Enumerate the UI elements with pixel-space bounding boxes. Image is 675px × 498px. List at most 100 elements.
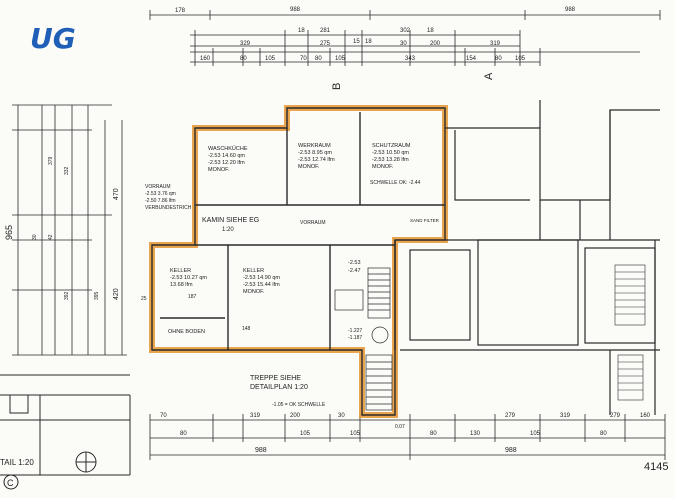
detail-section	[0, 374, 131, 476]
bottom-dimension-chains	[149, 414, 666, 460]
bottom-dimension-text: 70 319 200 30 279 319 279 160 80 105 105…	[160, 413, 651, 454]
svg-text:42: 42	[48, 234, 54, 240]
svg-text:VERBUNDESTRICH: VERBUNDESTRICH	[145, 205, 192, 211]
svg-text:TREPPE SIEHE: TREPPE SIEHE	[250, 375, 301, 382]
svg-text:80: 80	[180, 431, 187, 437]
svg-text:MONOF.: MONOF.	[372, 164, 394, 170]
svg-text:-1.05 = OK SCHWELLE: -1.05 = OK SCHWELLE	[272, 402, 326, 408]
room-label-werkraum: WERKRAUM -2.53 8.95 qm -2.53 12.74 lfm M…	[298, 143, 335, 170]
level-label: UG	[30, 22, 76, 55]
svg-text:-2.53 14.60 qm: -2.53 14.60 qm	[208, 153, 245, 159]
svg-text:105: 105	[530, 431, 541, 437]
plan-notes: KAMIN SIEHE EG 1:20 VORRAUM SCHWELLE OK:…	[141, 180, 440, 430]
unit-walls	[151, 107, 446, 416]
svg-text:0.07: 0.07	[395, 424, 405, 430]
svg-text:KAMIN SIEHE EG: KAMIN SIEHE EG	[202, 217, 259, 224]
svg-text:-1.187: -1.187	[348, 335, 362, 341]
svg-text:-2.50 7.86 lfm: -2.50 7.86 lfm	[145, 198, 176, 204]
svg-text:343: 343	[405, 56, 416, 62]
svg-text:OHNE BODEN: OHNE BODEN	[168, 329, 205, 335]
room-label-schutzraum: SCHUTZRAUM -2.53 10.50 qm -2.53 13.28 lf…	[372, 143, 411, 170]
svg-text:178: 178	[175, 8, 186, 14]
top-dimension-chains	[149, 10, 661, 66]
svg-text:-2.53: -2.53	[348, 260, 361, 266]
svg-text:80: 80	[315, 56, 322, 62]
svg-text:WERKRAUM: WERKRAUM	[298, 143, 331, 149]
detail-label: TAIL 1:20	[0, 458, 34, 467]
svg-text:148: 148	[242, 326, 251, 332]
svg-text:200: 200	[430, 41, 441, 47]
svg-text:1:20: 1:20	[222, 227, 234, 233]
svg-text:-2.47: -2.47	[348, 268, 361, 274]
detail-symbol: C	[3, 474, 19, 490]
svg-text:279: 279	[610, 413, 621, 419]
section-marker-b: B	[331, 83, 343, 90]
svg-text:379: 379	[48, 156, 54, 165]
svg-text:-2.53 3.76 qm: -2.53 3.76 qm	[145, 191, 176, 197]
svg-text:160: 160	[200, 56, 211, 62]
svg-text:VORRAUM: VORRAUM	[300, 220, 326, 226]
svg-text:SCHUTZRAUM: SCHUTZRAUM	[372, 143, 411, 149]
svg-text:105: 105	[265, 56, 276, 62]
svg-text:KELLER: KELLER	[170, 268, 191, 274]
svg-text:18: 18	[365, 39, 372, 45]
svg-text:187: 187	[188, 294, 197, 300]
svg-text:200: 200	[290, 413, 301, 419]
svg-text:30: 30	[338, 413, 345, 419]
room-label-keller-1: KELLER -2.53 10.27 qm 13.68 lfm OHNE BOD…	[168, 268, 207, 335]
svg-text:275: 275	[320, 41, 331, 47]
svg-text:80: 80	[600, 431, 607, 437]
svg-text:-2.53 12.74 lfm: -2.53 12.74 lfm	[298, 157, 335, 163]
svg-text:420: 420	[113, 288, 120, 300]
svg-text:80: 80	[495, 56, 502, 62]
svg-text:-2.53 10.50 qm: -2.53 10.50 qm	[372, 150, 409, 156]
svg-text:160: 160	[640, 413, 651, 419]
svg-text:154: 154	[466, 56, 477, 62]
svg-text:DETAILPLAN 1:20: DETAILPLAN 1:20	[250, 384, 308, 391]
svg-text:-2.53 12.20 lfm: -2.53 12.20 lfm	[208, 160, 245, 166]
room-label-keller-2: KELLER -2.53 14.90 qm -2.53 15.44 lfm MO…	[243, 268, 280, 295]
adjacent-units	[400, 100, 660, 415]
svg-text:470: 470	[113, 188, 120, 200]
svg-text:279: 279	[505, 413, 516, 419]
svg-text:988: 988	[565, 7, 576, 13]
svg-text:395: 395	[94, 291, 100, 300]
svg-text:-1.227: -1.227	[348, 328, 362, 334]
svg-text:70: 70	[300, 56, 307, 62]
svg-text:80: 80	[430, 431, 437, 437]
svg-text:-2.53 8.95 qm: -2.53 8.95 qm	[298, 150, 332, 156]
svg-text:WASCHKÜCHE: WASCHKÜCHE	[208, 145, 248, 152]
svg-text:319: 319	[560, 413, 571, 419]
svg-text:988: 988	[505, 447, 517, 454]
adjacent-stair	[614, 264, 646, 401]
svg-text:302: 302	[400, 28, 411, 34]
svg-text:SAND FILTER: SAND FILTER	[410, 218, 440, 223]
room-label-vorraum: VORRAUM -2.53 3.76 qm -2.50 7.86 lfm VER…	[145, 184, 192, 211]
svg-text:130: 130	[470, 431, 481, 437]
svg-text:105: 105	[350, 431, 361, 437]
svg-text:30: 30	[400, 41, 407, 47]
svg-text:KELLER: KELLER	[243, 268, 264, 274]
left-dimension-chains	[12, 104, 127, 356]
svg-text:SCHWELLE OK: -2.44: SCHWELLE OK: -2.44	[370, 180, 421, 186]
svg-text:13.68 lfm: 13.68 lfm	[170, 282, 193, 288]
svg-text:25: 25	[141, 296, 147, 302]
svg-text:105: 105	[300, 431, 311, 437]
svg-text:80: 80	[240, 56, 247, 62]
left-dimension-text: 965 470 420 379 332 392 395 30 42	[4, 156, 120, 300]
svg-text:392: 392	[64, 291, 70, 300]
svg-text:105: 105	[515, 56, 526, 62]
room-label-waschkueche: WASCHKÜCHE -2.53 14.60 qm -2.53 12.20 lf…	[208, 145, 248, 173]
svg-text:988: 988	[290, 7, 301, 13]
svg-text:C: C	[7, 478, 14, 488]
svg-text:15: 15	[353, 39, 360, 45]
svg-text:-2.53 13.28 lfm: -2.53 13.28 lfm	[372, 157, 409, 163]
svg-text:965: 965	[4, 225, 14, 240]
svg-text:319: 319	[490, 41, 501, 47]
svg-text:329: 329	[240, 41, 251, 47]
svg-text:105: 105	[335, 56, 346, 62]
svg-text:332: 332	[64, 166, 70, 175]
svg-text:-2.53 14.90 qm: -2.53 14.90 qm	[243, 275, 280, 281]
section-marker-a: A	[483, 72, 495, 80]
